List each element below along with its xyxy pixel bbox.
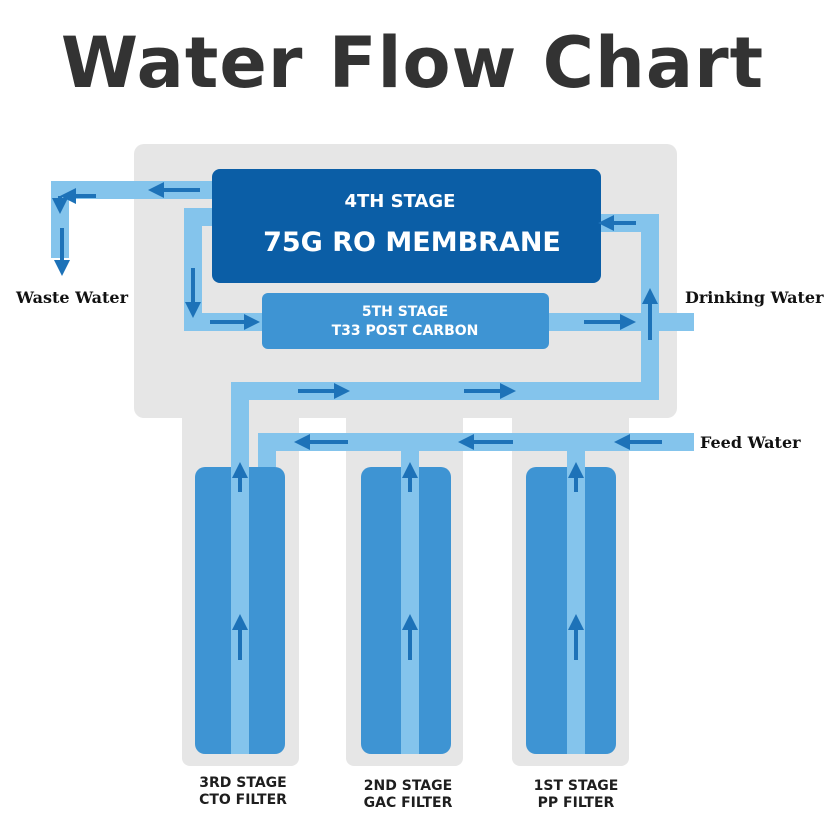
post-carbon-stage-label: 5TH STAGE [362, 304, 448, 320]
membrane-stage-label: 4TH STAGE [345, 191, 456, 212]
waste-water-label: Waste Water [15, 288, 129, 307]
drinking-water-label: Drinking Water [685, 288, 824, 307]
post-carbon-name-label: T33 POST CARBON [332, 323, 479, 339]
pp-name-label: PP FILTER [538, 795, 615, 811]
pp-stage-label: 1ST STAGE [534, 778, 619, 794]
flow-arrows [52, 182, 662, 660]
cto-stage-label: 3RD STAGE [199, 775, 286, 791]
page-title: Water Flow Chart [60, 22, 765, 104]
gac-name-label: GAC FILTER [364, 795, 453, 811]
post-carbon-box [262, 293, 549, 349]
cto-name-label: CTO FILTER [199, 792, 287, 808]
membrane-name-label: 75G RO MEMBRANE [263, 227, 561, 258]
pipe-gac-to-cto [258, 433, 410, 467]
feed-water-label: Feed Water [700, 433, 801, 452]
ro-membrane-box [212, 169, 601, 283]
gac-stage-label: 2ND STAGE [364, 778, 452, 794]
